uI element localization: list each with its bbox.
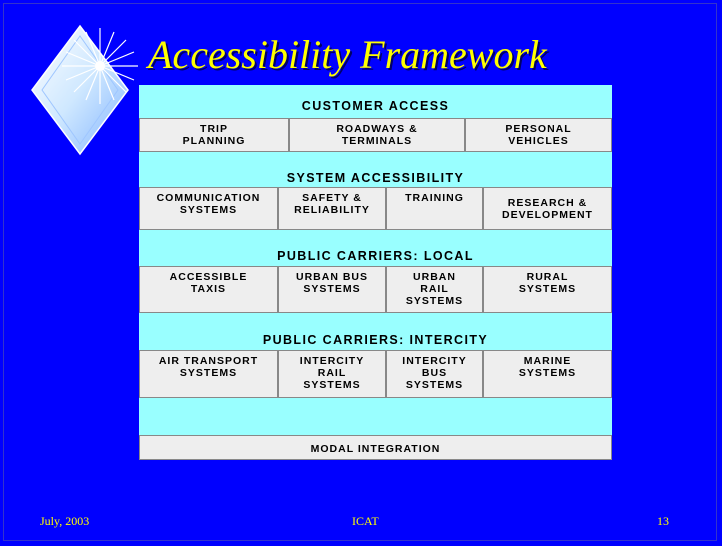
cell-intercity-bus-systems: INTERCITY BUS SYSTEMS: [386, 350, 483, 398]
cell-safety-reliability: SAFETY & RELIABILITY: [278, 187, 386, 230]
customer-access-row: TRIP PLANNING ROADWAYS & TERMINALS PERSO…: [139, 118, 612, 152]
slide-frame: [3, 3, 717, 541]
cell-urban-rail-systems: URBAN RAIL SYSTEMS: [386, 266, 483, 313]
band-label-customer-access: CUSTOMER ACCESS: [301, 99, 450, 113]
public-carriers-local-row: ACCESSIBLE TAXIS URBAN BUS SYSTEMS URBAN…: [139, 266, 612, 313]
footer-date: July, 2003: [40, 514, 90, 528]
cell-air-transport-systems: AIR TRANSPORT SYSTEMS: [139, 350, 278, 398]
cell-urban-bus-systems: URBAN BUS SYSTEMS: [278, 266, 386, 313]
footer-page-number: 13: [657, 514, 669, 528]
modal-integration-row: MODAL INTEGRATION: [139, 435, 612, 460]
accessibility-framework: CUSTOMER ACCESS TRIP PLANNING ROADWAYS &…: [139, 85, 612, 460]
cell-accessible-taxis: ACCESSIBLE TAXIS: [139, 266, 278, 313]
cell-roadways-terminals: ROADWAYS & TERMINALS: [289, 118, 465, 152]
cell-communication-systems: COMMUNICATION SYSTEMS: [139, 187, 278, 230]
public-carriers-intercity-row: AIR TRANSPORT SYSTEMS INTERCITY RAIL SYS…: [139, 350, 612, 398]
cell-research-development: RESEARCH & DEVELOPMENT: [483, 187, 612, 230]
footer-organization: ICAT: [352, 514, 379, 528]
band-label-public-carriers-intercity: PUBLIC CARRIERS: INTERCITY: [262, 333, 489, 347]
cell-marine-systems: MARINE SYSTEMS: [483, 350, 612, 398]
cell-personal-vehicles: PERSONAL VEHICLES: [465, 118, 612, 152]
system-accessibility-row: COMMUNICATION SYSTEMS SAFETY & RELIABILI…: [139, 187, 612, 230]
cell-intercity-rail-systems: INTERCITY RAIL SYSTEMS: [278, 350, 386, 398]
diamond-star-icon: [31, 24, 138, 156]
cell-modal-integration: MODAL INTEGRATION: [139, 435, 612, 460]
band-label-system-accessibility: SYSTEM ACCESSIBILITY: [286, 171, 465, 185]
cell-rural-systems: RURAL SYSTEMS: [483, 266, 612, 313]
cell-training: TRAINING: [386, 187, 483, 230]
cell-trip-planning: TRIP PLANNING: [139, 118, 289, 152]
band-label-public-carriers-local: PUBLIC CARRIERS: LOCAL: [277, 249, 474, 263]
slide-title: Accessibility Framework: [148, 32, 547, 77]
